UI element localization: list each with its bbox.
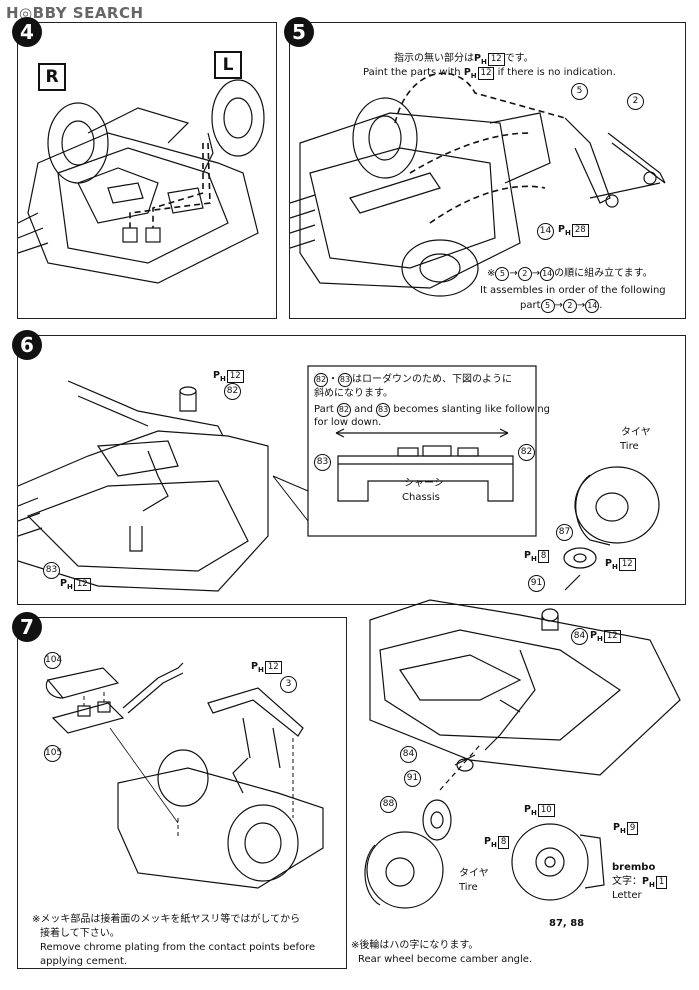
part-82-label: 82 xyxy=(224,383,241,400)
order-part-5: 5 xyxy=(495,267,510,281)
part-5-label: 5 xyxy=(571,83,588,100)
step-6-front-drawing xyxy=(18,365,537,592)
side-label-r: R xyxy=(38,63,66,91)
disc-parts-ref: 87, 88 xyxy=(549,918,585,929)
brembo-brand: brembo xyxy=(612,862,656,873)
part-84-label-upper: 84 xyxy=(571,628,588,645)
part-2-label: 2 xyxy=(627,93,644,110)
letter-note-en: Letter xyxy=(612,890,642,901)
step-7-chassis-drawing xyxy=(45,662,324,889)
part-105-label: 105 xyxy=(44,745,62,762)
part-3-label: 3 xyxy=(280,676,297,693)
inset-note-en-2: for low down. xyxy=(314,417,382,428)
order-part-2: 2 xyxy=(517,267,532,281)
upper-tire-label-jp: タイヤ xyxy=(621,427,651,438)
chrome-note-jp-2: 接着して下さい。 xyxy=(40,928,120,939)
paint-note-jp-pre: 指示の無い部分は xyxy=(394,53,474,64)
paint-note-en-pre: Paint the parts with xyxy=(363,67,461,78)
chrome-note-en-1: Remove chrome plating from the contact p… xyxy=(40,942,316,953)
step-4-number: 4 xyxy=(12,17,42,47)
inset-note-en-1: Part 82 and 83 becomes slanting like fol… xyxy=(314,403,551,417)
lower-tire-label-en: Tire xyxy=(459,882,478,893)
upper-tire-label-en: Tire xyxy=(620,441,639,452)
part-14-label: 14 xyxy=(537,223,554,240)
paint-note-jp-post: です。 xyxy=(504,53,534,64)
assembly-order-en-1: It assembles in order of the following xyxy=(480,285,666,296)
hobby-search-logo: H◎BBY SEARCH xyxy=(6,4,144,22)
part-91-label-upper: 91 xyxy=(528,575,545,592)
step-4-panel: 4 R L xyxy=(12,17,277,319)
inset-part-82: 82 xyxy=(518,444,535,461)
part-83-label: 83 xyxy=(43,562,60,579)
lower-tire-label-jp: タイヤ xyxy=(459,868,489,879)
rear-camber-note-en: Rear wheel become camber angle. xyxy=(358,954,533,965)
paint-note-en-post: if there is no indication. xyxy=(497,67,616,78)
step-6-number: 6 xyxy=(12,330,42,360)
chassis-label-jp: シャーシ xyxy=(404,478,444,489)
inset-part-83: 83 xyxy=(314,454,331,471)
part-87-label: 87 xyxy=(556,524,573,541)
chrome-note-jp-1: ※メッキ部品は接着面のメッキを紙ヤスリ等ではがしてから xyxy=(32,914,301,925)
step-7-number: 7 xyxy=(12,612,42,642)
step-4-chassis-drawing xyxy=(18,79,265,284)
part-104-label: 104 xyxy=(44,652,62,669)
chrome-note-en-2: applying cement. xyxy=(40,956,128,967)
assembly-order-jp-post: の順に組み立てます。 xyxy=(554,268,653,279)
part-91-label-lower: 91 xyxy=(404,770,421,787)
rear-camber-note-jp: ※後輪はハの字になります。 xyxy=(351,940,479,951)
step-5-number: 5 xyxy=(284,17,314,47)
step-5-chassis-drawing xyxy=(290,72,666,297)
part-88-label: 88 xyxy=(380,796,397,813)
order-part-14: 14 xyxy=(540,267,555,281)
inset-note-jp-2: 斜めになります。 xyxy=(314,388,393,399)
side-label-l: L xyxy=(214,51,242,79)
chassis-label-en: Chassis xyxy=(402,492,440,503)
part-84-label-lower: 84 xyxy=(400,746,417,763)
